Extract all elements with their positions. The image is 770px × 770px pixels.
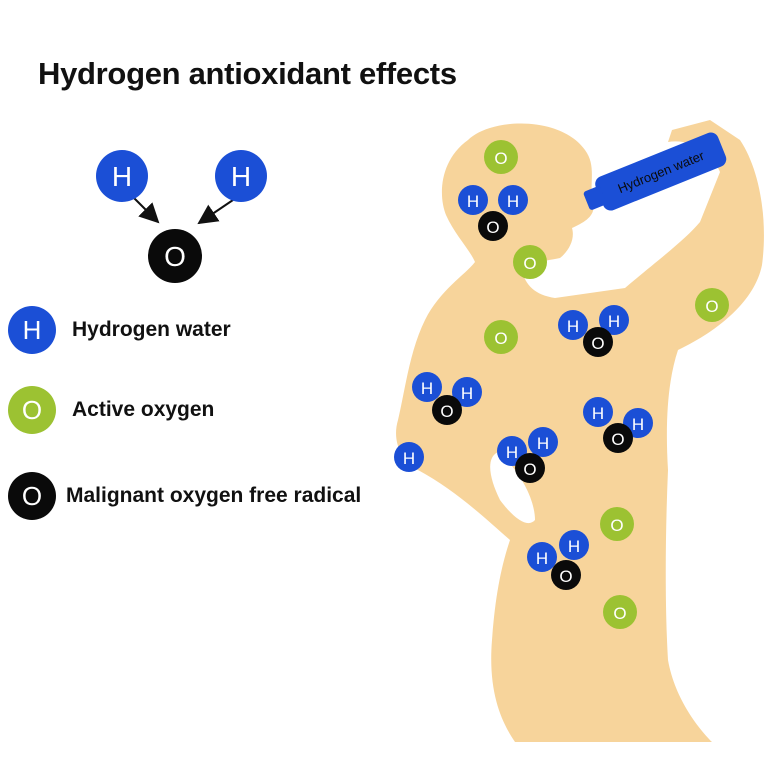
body-water-molecule: H H O (497, 427, 558, 483)
active-oxygen-particle: O (513, 245, 547, 279)
active-oxygen-particle: O (603, 595, 637, 629)
malignant-oxygen-legend-icon: O (8, 472, 56, 520)
hydrogen-atom-right (215, 150, 267, 202)
legend-item-malignant-oxygen: O Malignant oxygen free radical (8, 472, 361, 520)
water-molecule-diagram: H H O (96, 150, 267, 283)
hydrogen-water-bottle: Hydrogen water (583, 132, 727, 211)
svg-text:H: H (537, 434, 549, 453)
svg-text:H: H (608, 312, 620, 331)
svg-text:O: O (440, 402, 453, 421)
lone-hydrogen-atom: H (394, 442, 424, 472)
body-water-molecule: H H O (558, 305, 629, 357)
svg-text:O: O (611, 430, 624, 449)
svg-text:O: O (610, 516, 623, 535)
svg-text:O: O (494, 149, 507, 168)
legend-label-hydrogen-water: Hydrogen water (72, 318, 231, 341)
hydrogen-atom-left-label: H (112, 161, 132, 192)
svg-text:O: O (613, 604, 626, 623)
svg-text:H: H (461, 384, 473, 403)
svg-text:H: H (467, 192, 479, 211)
svg-text:O: O (523, 254, 536, 273)
svg-text:O: O (591, 334, 604, 353)
svg-text:H: H (506, 443, 518, 462)
svg-text:H: H (421, 379, 433, 398)
page-title: Hydrogen antioxidant effects (38, 56, 457, 91)
hydrogen-atom-right-label: H (231, 161, 251, 192)
svg-text:O: O (705, 297, 718, 316)
hydrogen-atom-left (96, 150, 148, 202)
active-oxygen-particle: O (695, 288, 729, 322)
legend-item-active-oxygen: O Active oxygen (8, 386, 214, 434)
svg-text:O: O (523, 460, 536, 479)
svg-text:H: H (536, 549, 548, 568)
svg-text:O: O (559, 567, 572, 586)
active-oxygen-particle: O (484, 140, 518, 174)
active-oxygen-particle: O (600, 507, 634, 541)
oxygen-atom-label: O (164, 241, 186, 272)
human-silhouette (396, 120, 764, 742)
legend-label-active-oxygen: Active oxygen (72, 398, 215, 421)
svg-text:H: H (568, 537, 580, 556)
legend-label-malignant-oxygen: Malignant oxygen free radical (66, 484, 362, 507)
oxygen-atom (148, 229, 202, 283)
active-oxygen-particles: O O O O O O (484, 140, 729, 629)
svg-text:H: H (507, 192, 519, 211)
body-water-molecule: H H O (412, 372, 482, 425)
hydrogen-legend-icon: H (8, 306, 56, 354)
body-water-molecule: H H O (527, 530, 589, 590)
svg-text:O: O (486, 218, 499, 237)
body-water-molecule: H H O (458, 185, 528, 241)
svg-text:H: H (632, 415, 644, 434)
svg-text:H: H (403, 449, 415, 468)
svg-text:O: O (494, 329, 507, 348)
active-oxygen-legend-icon: O (8, 386, 56, 434)
arrow-right (197, 199, 234, 225)
svg-text:H: H (567, 317, 579, 336)
active-oxygen-particle: O (484, 320, 518, 354)
svg-text:H: H (592, 404, 604, 423)
legend-item-hydrogen-water: H Hydrogen water (8, 306, 231, 354)
body-water-molecule: H H O (583, 397, 653, 453)
arrow-left (133, 197, 160, 224)
